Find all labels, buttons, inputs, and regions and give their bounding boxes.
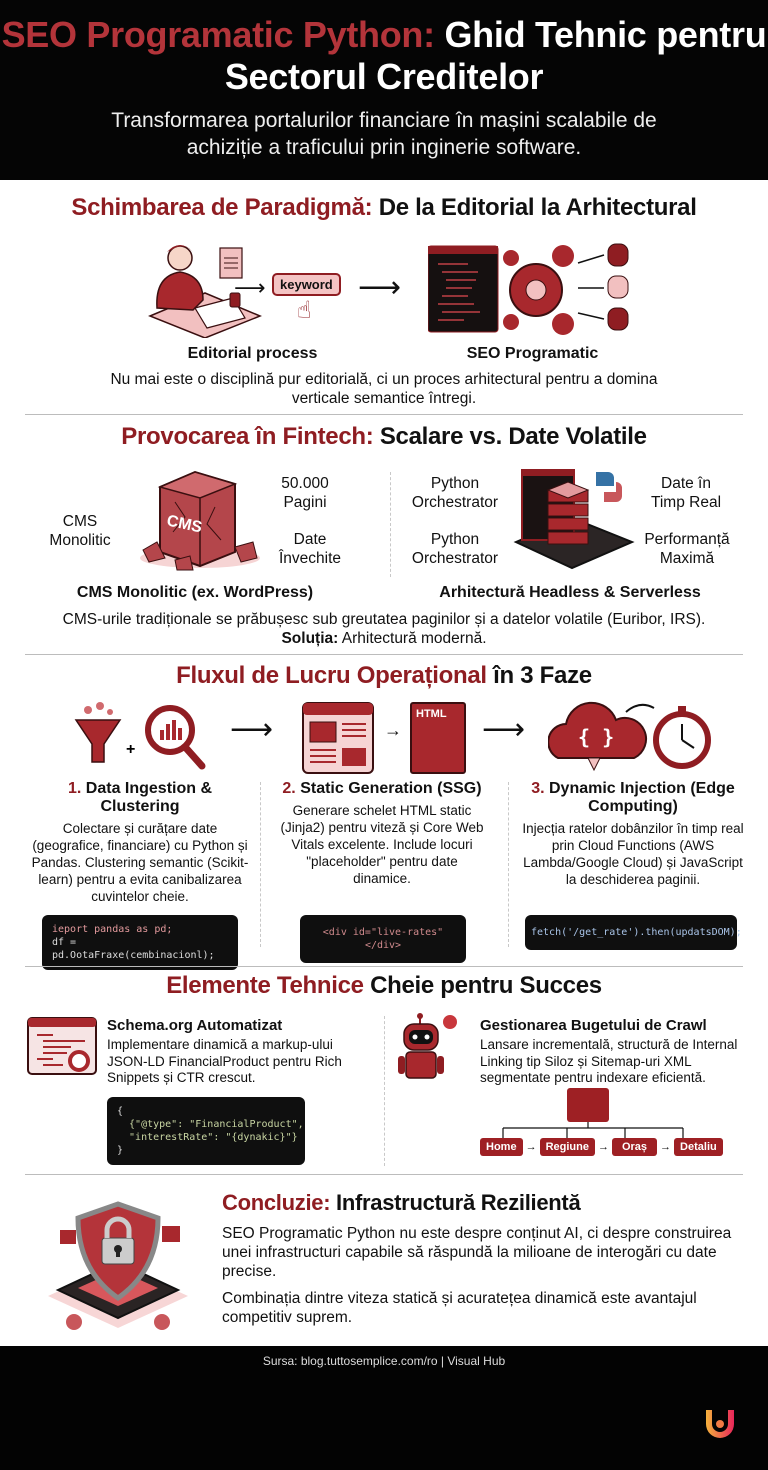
phase-1-title: 1. Data Ingestion & Clustering xyxy=(67,780,213,815)
breadcrumb-detail: Detaliu xyxy=(674,1138,723,1156)
elements-section: Elemente Tehnice Cheie pentru Succes Sch… xyxy=(0,964,768,1172)
conclusion-p1: SEO Programatic Python nu este despre co… xyxy=(222,1225,732,1280)
code-snippet-jsonld: { {"@type": "FinancialProduct", "interes… xyxy=(107,1097,305,1165)
divider-vertical xyxy=(508,782,509,947)
page-subtitle: Transformarea portalurilor financiare în… xyxy=(111,109,657,159)
editorial-person-icon xyxy=(148,245,262,338)
phase-2: 2. Static Generation (SSG) Generare sche… xyxy=(276,780,488,887)
crumbling-cms-icon: CMS xyxy=(140,470,260,571)
phase-2-title: 2. Static Generation (SSG) xyxy=(282,780,482,797)
footer: Sursa: blog.tuttosemplice.com/ro | Visua… xyxy=(0,1346,768,1470)
divider xyxy=(25,966,743,967)
webpage-template-icon xyxy=(302,702,374,774)
editorial-label: Editorial process xyxy=(187,345,318,362)
orchestrator-callout-2: Python Orchestrator xyxy=(411,531,499,567)
code-snippet-fetch: fetch('/get_rate').then(updatsDOM); xyxy=(525,915,742,950)
code-snippet-pandas: ieport pandas as pd; df = pd.OotaFraxe(c… xyxy=(42,915,238,970)
performance-callout: Performanță Maximă xyxy=(644,531,730,567)
svg-text:{ }: { } xyxy=(578,725,614,749)
phase-1-text: Colectare și curățare date (geografice, … xyxy=(31,821,249,904)
divider xyxy=(25,1174,743,1175)
conclusion-p2: Combinația dintre viteza statică și acur… xyxy=(222,1290,697,1326)
workflow-title: Fluxul de Lucru Operațional în 3 Faze xyxy=(176,662,592,689)
orchestrator-callout-1: Python Orchestrator xyxy=(411,475,499,511)
arrow-icon: ⟶ xyxy=(230,713,274,746)
elements-title: Elemente Tehnice Cheie pentru Succes xyxy=(166,972,602,999)
cloud-stopwatch-icon: { } xyxy=(548,701,711,772)
cms-caption: CMS Monolitic (ex. WordPress) xyxy=(76,584,314,601)
funnel-magnifier-icon: + xyxy=(74,702,206,770)
divider-vertical xyxy=(384,1016,385,1166)
crawl-text: Lansare incrementală, structură de Inter… xyxy=(480,1037,738,1085)
fintech-description: CMS-urile tradiționale se prăbușesc sub … xyxy=(62,611,706,647)
silo-breadcrumb: Home→ Regiune→ Oraș→ Detaliu xyxy=(480,1138,730,1156)
arrow-icon: ⟶ xyxy=(234,275,266,300)
conclusion-section: Concluzie: Infrastructură Rezilientă SEO… xyxy=(0,1172,768,1346)
workflow-section: Fluxul de Lucru Operațional în 3 Faze + … xyxy=(0,652,768,970)
fintech-section: Provocarea în Fintech: Scalare vs. Date … xyxy=(0,412,768,652)
pages-callout: 50.000 Pagini xyxy=(281,475,329,511)
arrow-icon: ⟶ xyxy=(358,271,402,304)
silo-tree-lines xyxy=(502,1122,684,1138)
schema-title: Schema.org Automatizat xyxy=(107,1017,283,1034)
programmatic-label: SEO Programatic xyxy=(466,345,599,362)
divider-vertical xyxy=(390,472,391,577)
phase-3-text: Injecția ratelor dobânzilor în timp real… xyxy=(522,821,744,887)
fintech-title: Provocarea în Fintech: Scalare vs. Date … xyxy=(121,423,647,450)
conclusion-title: Concluzie: Infrastructură Rezilientă xyxy=(222,1190,581,1215)
schema-markup-icon xyxy=(27,1017,97,1075)
crawl-title: Gestionarea Bugetului de Crawl xyxy=(480,1017,707,1034)
header: SEO Programatic Python: Ghid Tehnic pent… xyxy=(0,0,768,180)
headless-server-icon xyxy=(513,469,635,570)
cms-side-label: CMS Monolitic xyxy=(49,513,111,549)
breadcrumb-region: Regiune xyxy=(539,1138,595,1156)
schema-block: Schema.org Automatizat Implementare dina… xyxy=(107,1017,367,1087)
arrow-icon: → xyxy=(660,1141,672,1153)
divider xyxy=(25,414,743,415)
phase-3-title: 3. Dynamic Injection (Edge Computing) xyxy=(531,780,735,815)
arrow-icon: → xyxy=(525,1141,537,1153)
crawler-robot-icon xyxy=(398,1013,457,1079)
divider xyxy=(25,654,743,655)
hand-pointer-icon: ☝ xyxy=(297,297,312,324)
silo-icon xyxy=(567,1088,609,1122)
programmatic-gears-icon xyxy=(428,243,629,335)
conclusion-block: Concluzie: Infrastructură Rezilientă SEO… xyxy=(222,1190,752,1327)
html-file-icon: HTML xyxy=(410,702,466,774)
crawl-block: Gestionarea Bugetului de Crawl Lansare i… xyxy=(480,1017,765,1087)
visual-hub-logo-icon xyxy=(706,1410,734,1438)
security-shield-chip-icon xyxy=(48,1201,188,1330)
stale-data-callout: Date Învechite xyxy=(278,531,342,567)
breadcrumb-home: Home xyxy=(480,1138,523,1156)
realtime-callout: Date în Timp Real xyxy=(650,475,722,511)
page-title: SEO Programatic Python: Ghid Tehnic pent… xyxy=(1,14,767,97)
phase-2-text: Generare schelet HTML static (Jinja2) pe… xyxy=(280,803,484,886)
paradigm-section: Schimbarea de Paradigmă: De la Editorial… xyxy=(0,180,768,412)
schema-text: Implementare dinamică a markup-ului JSON… xyxy=(107,1037,342,1085)
headless-caption: Arhitectură Headless & Serverless xyxy=(439,584,701,601)
source-link[interactable]: Sursa: blog.tuttosemplice.com/ro | Visua… xyxy=(262,1354,506,1368)
paradigm-title: Schimbarea de Paradigmă: De la Editorial… xyxy=(71,194,697,221)
code-snippet-div: <div id="live-rates"</div> xyxy=(300,915,466,963)
arrow-icon: ⟶ xyxy=(482,713,526,746)
divider-vertical xyxy=(260,782,261,947)
paradigm-description: Nu mai este o disciplină pur editorială,… xyxy=(110,371,658,407)
breadcrumb-city: Oraș xyxy=(611,1138,658,1156)
svg-text:+: + xyxy=(126,741,135,758)
arrow-icon: → xyxy=(597,1141,609,1153)
arrow-icon: → xyxy=(384,720,402,740)
phase-1: 1. Data Ingestion & Clustering Colectare… xyxy=(30,780,250,905)
phase-3: 3. Dynamic Injection (Edge Computing) In… xyxy=(518,780,748,888)
keyword-button: keyword xyxy=(272,273,341,296)
